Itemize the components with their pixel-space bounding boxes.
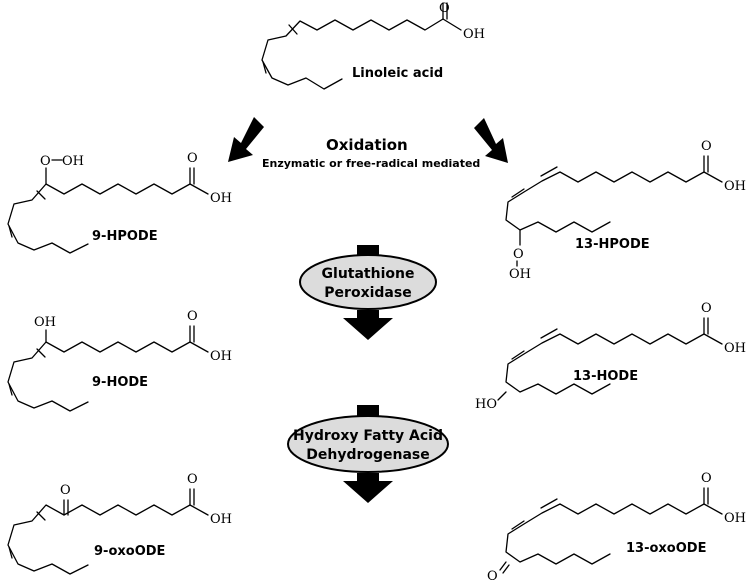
- o-label: O: [701, 139, 712, 154]
- o-label: O: [513, 247, 524, 262]
- arrow-down-2: [343, 473, 393, 503]
- hode-9-structure: OH O OH 9-HODE: [7, 309, 232, 412]
- glutathione-peroxidase-step: Glutathione Peroxidase: [299, 245, 437, 340]
- o-label: O: [40, 154, 51, 169]
- dehydrogenase-step: Hydroxy Fatty Acid Dehydrogenase: [287, 405, 449, 503]
- o-label: O: [701, 301, 712, 316]
- oxidation-title: Oxidation: [326, 136, 408, 154]
- oh-label: OH: [62, 154, 84, 169]
- dehydrogenase-ellipse: [287, 415, 449, 473]
- o-label: O: [701, 471, 712, 486]
- enzyme-line2: Dehydrogenase: [306, 447, 430, 463]
- oxidation-step: Oxidation Enzymatic or free-radical medi…: [228, 117, 508, 170]
- arrow-left: [228, 117, 264, 162]
- hpode-9-structure: O OH O OH 9-HPODE: [7, 151, 232, 254]
- oh-label: OH: [509, 267, 531, 282]
- o-label: O: [187, 309, 198, 324]
- oh-label: OH: [724, 179, 746, 194]
- arrow-right: [474, 118, 508, 163]
- ho-label: HO: [475, 397, 497, 412]
- oh-label: OH: [210, 349, 232, 364]
- hpode-13-structure: O OH O OH 13-HPODE: [505, 139, 746, 282]
- oxoode-9-structure: O O OH 9-oxoODE: [7, 472, 232, 575]
- enzyme-line1: Glutathione: [322, 266, 415, 282]
- oh-label: OH: [34, 315, 56, 330]
- arrow-down-1: [343, 310, 393, 340]
- oxoode-9-label: 9-oxoODE: [94, 544, 165, 559]
- o-label: O: [60, 483, 71, 498]
- o-label: O: [439, 1, 450, 16]
- oh-label: OH: [210, 512, 232, 527]
- oh-label: OH: [724, 511, 746, 526]
- enzyme-line2: Peroxidase: [324, 285, 411, 301]
- o-label: O: [487, 569, 498, 584]
- oh-label: OH: [210, 191, 232, 206]
- hode-9-label: 9-HODE: [92, 375, 148, 390]
- oh-label: OH: [724, 341, 746, 356]
- hode-13-structure: HO O OH 13-HODE: [475, 301, 746, 412]
- hpode-13-label: 13-HPODE: [575, 237, 650, 252]
- hpode-9-label: 9-HPODE: [92, 229, 158, 244]
- oxidation-subtitle: Enzymatic or free-radical mediated: [262, 157, 480, 170]
- enzyme-line1: Hydroxy Fatty Acid: [293, 428, 443, 444]
- linoleic-acid-structure: OH O Linoleic acid: [261, 1, 485, 90]
- o-label: O: [187, 151, 198, 166]
- oxoode-13-label: 13-oxoODE: [626, 541, 706, 556]
- o-label: O: [187, 472, 198, 487]
- oxoode-13-structure: O O OH 13-oxoODE: [487, 471, 746, 584]
- linoleic-acid-label: Linoleic acid: [352, 66, 443, 81]
- hode-13-label: 13-HODE: [573, 369, 638, 384]
- glutathione-peroxidase-ellipse: [299, 254, 437, 310]
- oh-label: OH: [463, 27, 485, 42]
